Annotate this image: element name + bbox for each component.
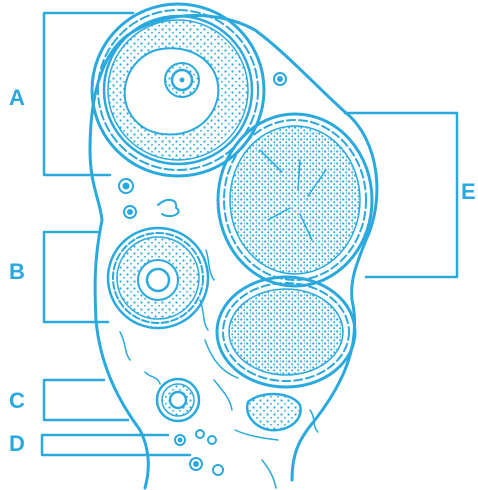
label-d: D [9,431,25,456]
label-a: A [9,85,25,110]
bracket-d [42,435,190,455]
follicle-b [108,228,208,328]
corpus-luteum [218,114,372,286]
follicle-c [157,379,199,421]
atretic-body [247,394,300,430]
follicle-a [92,4,264,176]
label-e: E [461,179,476,204]
label-b: B [9,259,25,284]
corpus-albicans [217,277,355,387]
label-c: C [9,388,25,413]
